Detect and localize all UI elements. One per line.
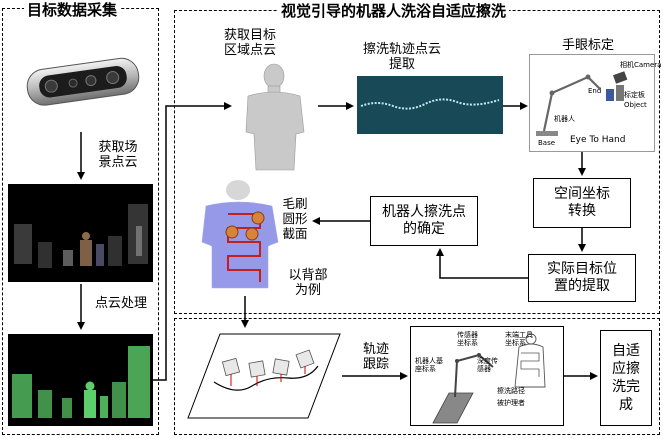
pointcloud-processing-label: 点云处理	[94, 296, 147, 311]
hand-eye-robot-label: 机器人	[554, 115, 575, 123]
human-pointcloud-image	[234, 62, 318, 174]
scene-pointcloud-drawing	[14, 204, 148, 268]
sensor-frame-label: 传感器 坐标系	[457, 331, 478, 347]
trajectory-extract-label: 擦洗轨迹点云 提取	[362, 42, 441, 72]
right-panel-title: 视觉引导的机器人洗浴自适应擦洗	[278, 2, 510, 20]
human-pointcloud-drawing	[245, 63, 305, 171]
hand-eye-drawing	[536, 71, 628, 136]
processed-pointcloud-drawing	[12, 346, 150, 418]
scene-pointcloud-image	[8, 184, 153, 282]
hand-eye-object-label: Object	[624, 101, 647, 109]
care-recipient-label: 被护理者	[497, 399, 525, 407]
trajectory-plane-drawing	[187, 333, 341, 419]
hand-eye-camera-label: 相机Camera	[620, 61, 662, 69]
scrub-path-label: 擦洗路径	[497, 387, 525, 395]
brush-label: 毛刷 圆形 截面	[282, 196, 308, 241]
trajectory-pointcloud-drawing	[360, 98, 500, 110]
trajectory-pointcloud-image	[357, 76, 503, 134]
back-example-label: 以背部 为例	[288, 268, 328, 298]
depth-camera-image	[9, 34, 152, 130]
back-scrub-image	[198, 180, 290, 294]
processed-pointcloud-image	[8, 334, 153, 426]
tracking-diagram: 传感器 坐标系 末端工具 坐标系 机器人基 座标系 深度传 感器 擦洗路径 被护…	[410, 326, 564, 426]
back-scrub-drawing	[201, 180, 279, 289]
robot-base-frame-label: 机器人基 座标系	[415, 357, 443, 373]
acquire-scene-label: 获取场 景点云	[98, 140, 138, 170]
hand-eye-end-label: End	[588, 87, 602, 95]
hand-eye-label: 手眼标定	[561, 38, 614, 53]
tracking-drawing	[432, 333, 546, 424]
depth-camera-drawing	[26, 57, 140, 106]
adaptive-done-box: 自适 应擦 洗完 成	[600, 330, 652, 426]
trajectory-plane-diagram	[186, 330, 342, 422]
hand-eye-base-label: Base	[538, 139, 556, 147]
hand-eye-caption: Eye To Hand	[570, 135, 626, 145]
end-tool-frame-label: 末端工具 坐标系	[505, 331, 533, 347]
scrub-point-box: 机器人擦洗点 的确定	[370, 196, 478, 246]
actual-position-box: 实际目标位 置的提取	[528, 254, 636, 302]
tracking-label: 轨迹 跟踪	[362, 342, 389, 372]
hand-eye-diagram: 相机Camera End 标定板 Object 机器人 Base Eye To …	[529, 54, 661, 152]
space-transform-box: 空间坐标 转换	[533, 178, 631, 228]
acquire-region-label: 获取目标 区域点云	[223, 28, 276, 58]
depth-sensor-label: 深度传 感器	[477, 357, 498, 373]
hand-eye-board-label: 标定板	[624, 91, 645, 99]
left-panel-title: 目标数据采集	[24, 1, 121, 19]
